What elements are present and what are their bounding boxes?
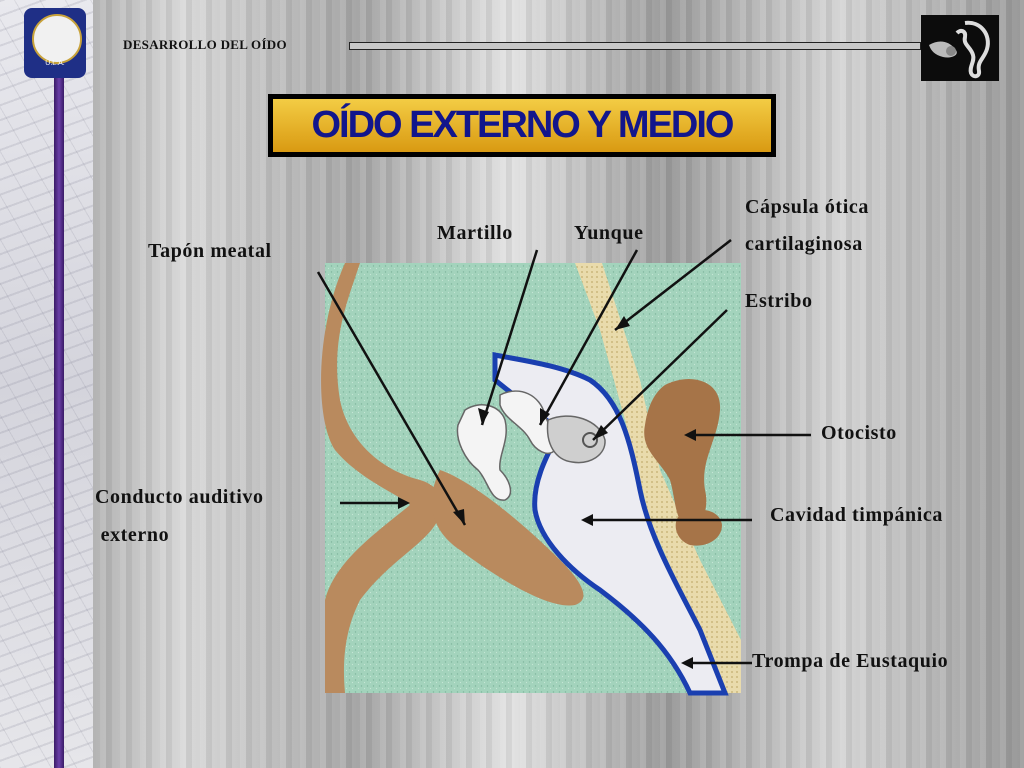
label-cavidad-timpanica: Cavidad timpánica — [770, 504, 944, 526]
label-estribo: Estribo — [745, 290, 813, 312]
arrowhead-cavidad — [581, 514, 593, 526]
external-ear-ectoderm — [321, 263, 442, 693]
meatal-plug — [431, 470, 584, 606]
arrowhead-tapon — [453, 509, 465, 525]
section-title: DESARROLLO DEL OÍDO — [123, 37, 287, 52]
pointer-lines — [316, 239, 811, 665]
arrowhead-conducto — [398, 497, 410, 509]
pointer-capsula — [614, 239, 732, 331]
pointer-arrowheads — [398, 316, 696, 669]
arrowhead-yunque — [540, 408, 550, 425]
header-rule — [349, 42, 921, 50]
ear-icon — [921, 15, 999, 81]
arrowhead-estribo — [593, 425, 608, 440]
pointer-yunque — [538, 249, 639, 426]
page-title: OÍDO EXTERNO Y MEDIO — [273, 99, 771, 152]
otic-capsule-cartilage — [575, 263, 741, 693]
arrowhead-martillo — [478, 408, 489, 425]
label-conducto-2: externo — [95, 524, 170, 546]
malleus — [456, 404, 512, 501]
purple-accent-bar — [54, 78, 64, 768]
label-tapon-meatal: Tapón meatal — [148, 240, 272, 262]
label-trompa-eustaquio: Trompa de Eustaquio — [752, 650, 949, 672]
label-yunque: Yunque — [574, 222, 644, 244]
university-seal-icon: U.L.A. — [24, 8, 86, 78]
label-otocisto: Otocisto — [821, 422, 897, 444]
pointer-martillo — [480, 249, 539, 426]
arrowhead-trompa — [681, 657, 693, 669]
label-capsula-1: Cápsula ótica — [745, 196, 869, 218]
label-martillo: Martillo — [437, 222, 513, 244]
pointer-estribo — [592, 309, 728, 441]
stapes-foramen — [582, 432, 598, 448]
arrowhead-capsula — [615, 316, 630, 330]
otocyst — [644, 378, 721, 529]
label-conducto-1: Conducto auditivo — [95, 486, 264, 508]
stapes — [546, 415, 606, 464]
arrowhead-otocisto — [684, 429, 696, 441]
title-banner: OÍDO EXTERNO Y MEDIO — [268, 94, 776, 157]
seal-emblem — [32, 14, 82, 64]
label-capsula-2: cartilaginosa — [745, 233, 863, 255]
seal-text: U.L.A. — [45, 60, 65, 67]
pointer-tapon — [316, 271, 467, 526]
marble-sidebar — [0, 0, 93, 768]
